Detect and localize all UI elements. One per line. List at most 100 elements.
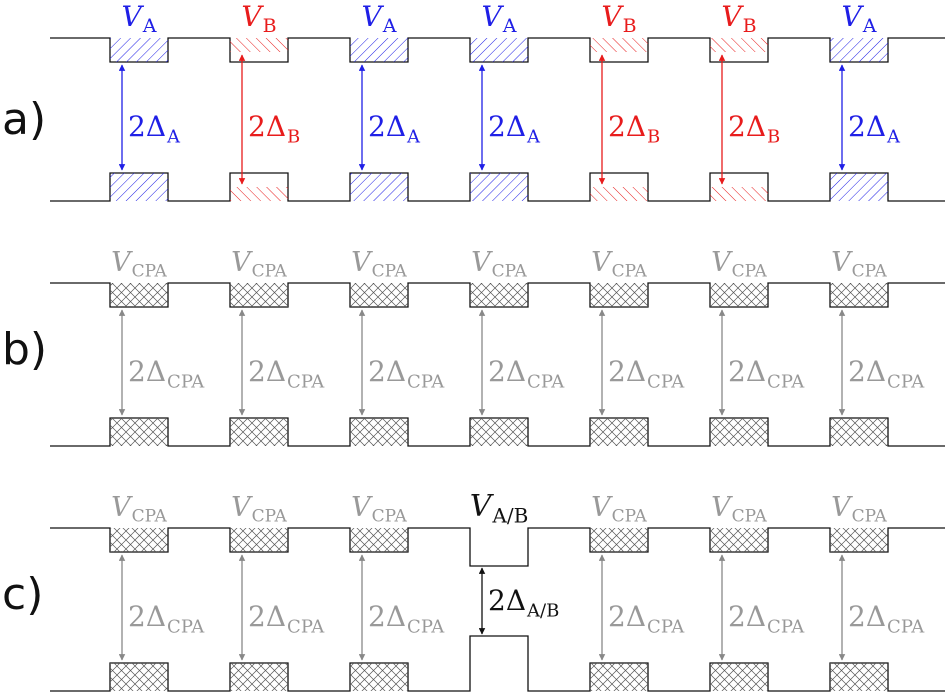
site-5: VB 2ΔB [590,0,660,201]
well-hatch-lower [710,187,768,201]
well-hatch-upper [110,38,168,62]
gap-label: 2ΔCPA [128,600,205,637]
well-hatch-upper [830,528,888,552]
well-hatch-lower [350,418,408,446]
panel-b: VCPA2ΔCPAVCPA2ΔCPAVCPA2ΔCPAVCPA2ΔCPAVCPA… [50,247,945,447]
gap-label: 2ΔCPA [128,355,205,392]
site-3: VA 2ΔA [350,0,421,201]
well-hatch-upper [350,528,408,552]
label-text: VCPA [711,492,767,526]
upper-boundary [50,527,945,567]
site-5: VCPA 2ΔCPA [590,247,685,446]
well-hatch-upper [710,528,768,552]
well-hatch-lower [470,418,528,446]
site-6: VCPA 2ΔCPA [710,492,805,691]
gap-label: 2ΔCPA [248,600,325,637]
site-2: VCPA 2ΔCPA [230,247,325,446]
well-hatch-upper [110,528,168,552]
label-text: VCPA [591,247,647,281]
well-hatch-upper [590,38,648,52]
site-6: VCPA 2ΔCPA [710,247,805,446]
label-text: VCPA [351,492,407,526]
well-hatch-lower [230,187,288,201]
gap-label: 2ΔA [368,110,421,147]
site-7: VCPA 2ΔCPA [830,492,925,691]
well-hatch-upper [470,38,528,62]
label-text: VCPA [591,492,647,526]
label-text: VCPA [231,492,287,526]
panel-c-label: c) [2,569,44,620]
gap-label: 2ΔCPA [848,355,925,392]
site-4: VCPA 2ΔCPA [470,247,565,446]
well-hatch-lower [110,663,168,691]
well-hatch-upper [230,38,288,52]
label-text: VA [362,0,397,37]
site-1: VCPA 2ΔCPA [110,247,205,446]
gap-label: 2ΔA [488,110,541,147]
well-hatch-lower [350,173,408,201]
gap-label: 2ΔCPA [728,600,805,637]
well-hatch-lower [230,418,288,446]
label-text: VCPA [111,247,167,281]
label-text: VA [122,0,157,37]
well-hatch-lower [710,663,768,691]
gap-label: 2ΔCPA [608,355,685,392]
label-text: VCPA [471,247,527,281]
label-text: VA [842,0,877,37]
label-text: VB [601,0,636,37]
label-text: VCPA [831,492,887,526]
well-hatch-upper [470,283,528,307]
label-text: VB [721,0,756,37]
label-text: VA/B [470,489,529,527]
well-hatch-lower [710,418,768,446]
panel-a-label: a) [2,94,47,145]
label-text: VCPA [111,492,167,526]
label-text: VB [241,0,276,37]
well-hatch-upper [230,528,288,552]
panel-c: VCPA 2ΔCPA VCPA 2ΔCPA VCPA 2ΔCPA VA/B 2ΔA/B VCPA… [50,489,945,692]
label-text: VA [482,0,517,37]
label-text: VCPA [831,247,887,281]
well-hatch-upper [590,283,648,307]
gap-label: 2ΔCPA [488,355,565,392]
gap-label: 2ΔCPA [248,355,325,392]
gap-label: 2ΔB [608,110,660,147]
gap-label: 2ΔCPA [368,600,445,637]
well-hatch-lower [470,173,528,201]
label-text: VCPA [231,247,287,281]
site-3: VCPA 2ΔCPA [350,492,445,691]
site-6: VB 2ΔB [710,0,780,201]
site-7: VCPA 2ΔCPA [830,247,925,446]
well-hatch-upper [230,283,288,307]
site-4: VA 2ΔA [470,0,541,201]
label-text: VCPA [351,247,407,281]
well-hatch-lower [590,663,648,691]
well-hatch-upper [830,38,888,62]
well-hatch-lower [350,663,408,691]
well-hatch-lower [830,418,888,446]
well-hatch-upper [710,38,768,52]
well-hatch-upper [110,283,168,307]
gap-label: 2ΔB [728,110,780,147]
gap-label: 2ΔCPA [848,600,925,637]
well-hatch-upper [830,283,888,307]
site-1: VA 2ΔA [110,0,181,201]
site-1: VCPA 2ΔCPA [110,492,205,691]
gap-label: 2ΔA [128,110,181,147]
well-hatch-upper [590,528,648,552]
well-hatch-upper [350,283,408,307]
gap-label: 2ΔA/B [488,584,559,621]
site-2: VCPA 2ΔCPA [230,492,325,691]
gap-label: 2ΔCPA [728,355,805,392]
well-hatch-upper [350,38,408,62]
gap-label: 2ΔCPA [368,355,445,392]
well-hatch-lower [590,187,648,201]
well-hatch-upper [710,283,768,307]
label-text: VCPA [711,247,767,281]
well-hatch-lower [110,418,168,446]
